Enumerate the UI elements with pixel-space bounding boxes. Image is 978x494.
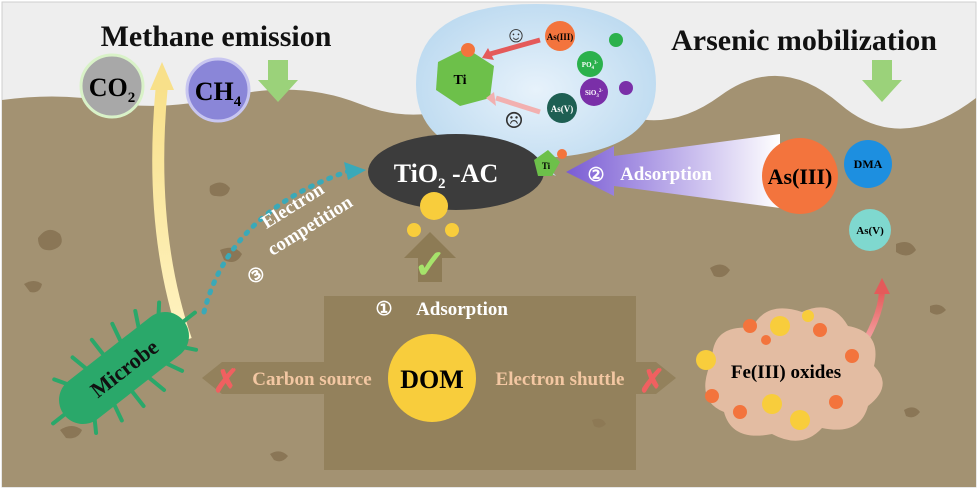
arsenic-down-arrow xyxy=(862,60,902,102)
electron-shuttle-label: Electron shuttle xyxy=(496,369,625,390)
fe-surface-particles xyxy=(696,310,859,430)
as3-tag-dot xyxy=(557,149,567,159)
ch4-label: CH4 xyxy=(195,77,242,110)
as3-ion-circle xyxy=(545,21,575,51)
as3-bound-dot xyxy=(461,43,475,57)
as3-bind-arrowhead xyxy=(482,48,494,60)
as5-ion-circle xyxy=(547,93,577,123)
as5-bind-arrow xyxy=(495,95,541,115)
dom-label: DOM xyxy=(400,365,464,394)
dma-circle xyxy=(844,140,892,188)
dom-circle xyxy=(388,334,476,422)
sio3-ion-circle xyxy=(580,78,608,106)
electron-competition-arrow xyxy=(201,167,355,315)
co2-circle xyxy=(79,53,145,119)
sio3-ion-label: SiO32- xyxy=(585,89,603,99)
as5-species-label: As(V) xyxy=(856,225,884,237)
dom-dot-small-left xyxy=(407,223,421,237)
microbe-emission-arrow xyxy=(152,83,192,342)
as5-bind-arrowhead xyxy=(486,92,496,106)
ti-tag-label: Ti xyxy=(542,161,551,171)
carbon-source-cross: ✗ xyxy=(213,363,240,399)
as3-species-label: As(III) xyxy=(768,164,833,189)
purple-dot xyxy=(619,81,633,95)
microbe-graphic: Microbe xyxy=(51,300,199,435)
dma-label: DMA xyxy=(854,157,883,171)
microbe-emission-arrowhead xyxy=(150,62,174,90)
ti-label: Ti xyxy=(454,73,467,88)
po4-ion-label: PO43- xyxy=(582,61,599,71)
as3-species-circle xyxy=(762,138,838,214)
as5-ion-label: As(V) xyxy=(551,104,574,114)
ti-surface-shape xyxy=(436,48,494,106)
as3-bind-arrow xyxy=(489,37,541,57)
fe-release-arrowhead xyxy=(874,278,890,294)
methane-down-arrow xyxy=(258,60,298,102)
green-dot xyxy=(609,33,623,47)
po4-ion-circle xyxy=(577,51,603,77)
arsenic-mobilization-title: Arsenic mobilization xyxy=(671,24,937,57)
as-adsorption-arrow xyxy=(566,134,780,208)
as3-ion-label: As(III) xyxy=(547,32,574,42)
carbon-source-label: Carbon source xyxy=(252,369,371,390)
sad-face-icon: ☹ xyxy=(504,108,524,133)
check-mark: ✓ xyxy=(413,242,447,287)
as5-species-circle xyxy=(849,209,891,251)
happy-face-icon: ☺ xyxy=(505,22,527,47)
tio2-ac-label: TiO2 -AC xyxy=(394,159,499,192)
ch4-circle xyxy=(185,57,251,123)
dom-dot-small-right xyxy=(445,223,459,237)
electron-competition-arrowhead xyxy=(344,162,366,180)
step2-label: Adsorption xyxy=(620,164,712,185)
fe-oxides-label: Fe(III) oxides xyxy=(731,362,841,383)
step1-number: ① xyxy=(375,299,392,320)
methane-emission-title: Methane emission xyxy=(101,20,332,53)
ti-tag-shape xyxy=(534,150,560,176)
tio2-ac-ellipse xyxy=(368,134,544,210)
step2-number: ② xyxy=(587,165,604,186)
adsorption-up-arrow xyxy=(404,232,456,282)
dom-dot-large xyxy=(420,192,448,220)
zoom-bubble xyxy=(416,4,656,176)
electron-shuttle-cross: ✗ xyxy=(639,363,666,399)
co2-label: CO2 xyxy=(89,73,136,106)
step1-label: Adsorption xyxy=(416,299,508,320)
microbe-body xyxy=(59,311,189,425)
